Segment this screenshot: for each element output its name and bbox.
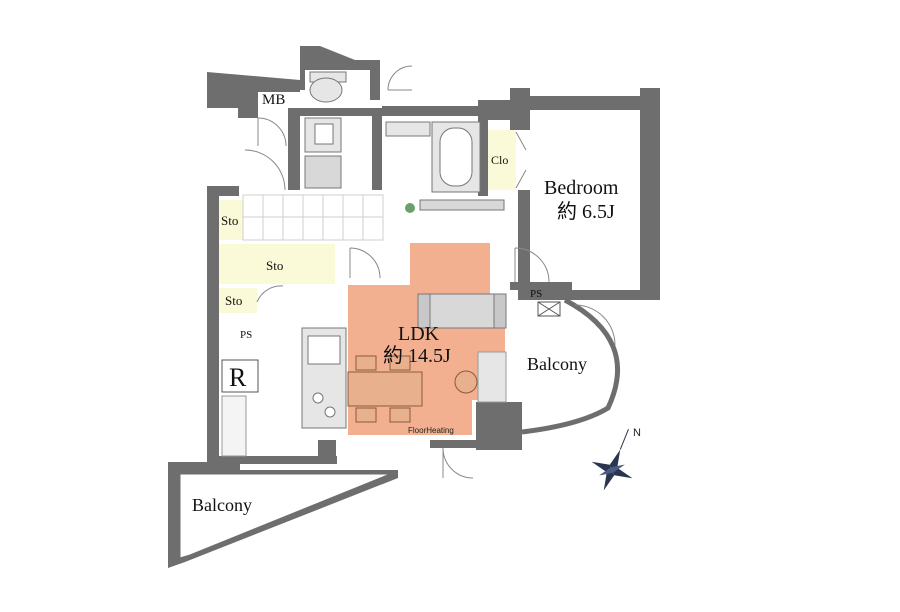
sto-label-2: Sto — [266, 258, 283, 273]
kitchen — [301, 327, 347, 429]
floor-heating-label: FloorHeating — [408, 426, 454, 435]
ps-label-2: PS — [530, 288, 542, 300]
storage-fill-2 — [219, 244, 335, 284]
balcony-bottom-label: Balcony — [192, 495, 252, 515]
shoe-storage — [221, 395, 247, 457]
closet-fill — [488, 130, 516, 190]
sto-label-3: Sto — [225, 293, 242, 308]
wash-counter — [385, 121, 431, 137]
bedroom-size-label: 約 6.5J — [557, 200, 615, 223]
ps-label-1: PS — [240, 329, 252, 341]
bath-shelf — [419, 199, 505, 211]
corridor-tiles — [242, 194, 384, 241]
refrigerator-label: R — [229, 363, 247, 392]
sofa — [417, 293, 507, 329]
storage-fill-3 — [219, 288, 257, 313]
dining-set — [347, 355, 478, 423]
bathtub — [431, 121, 481, 193]
balcony-bottom-area — [179, 473, 391, 559]
ldk-label: LDK — [398, 323, 440, 345]
balcony-door-frame — [477, 351, 507, 403]
toilet-fixture — [309, 71, 347, 103]
storage-fill-1 — [219, 200, 243, 240]
fridge-space — [221, 359, 259, 393]
bedroom-label: Bedroom — [544, 177, 619, 199]
plant-icon — [405, 203, 415, 213]
clo-label: Clo — [491, 153, 508, 167]
mb-label: MB — [262, 92, 285, 108]
compass-icon — [591, 429, 633, 491]
wash-basin — [304, 117, 342, 189]
sto-label-1: Sto — [221, 213, 238, 228]
balcony-right-outline — [521, 297, 621, 435]
ldk-size-label: 約 14.5J — [383, 344, 451, 367]
compass-north-label: N — [633, 427, 641, 439]
closet-doors — [515, 131, 527, 189]
doors — [244, 65, 616, 479]
balcony-right-label: Balcony — [527, 354, 587, 374]
